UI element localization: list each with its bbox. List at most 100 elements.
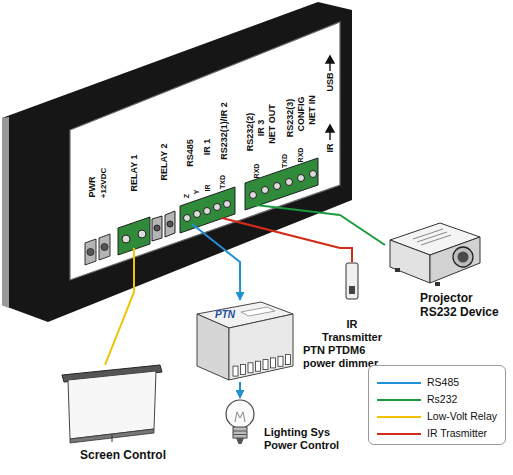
projector-side: [390, 240, 430, 283]
port-label: RXD: [297, 148, 304, 163]
ir-wire: [340, 248, 352, 262]
projector-lens: [458, 252, 469, 263]
projector-front: [430, 237, 480, 283]
port-arrow: [326, 56, 334, 140]
terminal-screw: [286, 179, 293, 186]
legend-line: [377, 382, 421, 384]
light-bulb: Lighting Sys Power Control: [222, 398, 258, 446]
terminal-screw: [194, 211, 201, 218]
port-label: RELAY 1: [130, 154, 139, 191]
relay-terminal: [118, 211, 175, 255]
port-label: NET IN: [308, 95, 317, 125]
rs485-wire: [239, 280, 241, 300]
device-label: IR Transmitter: [316, 318, 388, 343]
projector-vent: [417, 232, 447, 242]
screen-sheet: [68, 371, 156, 439]
dimmer-terminal: [256, 361, 261, 371]
terminal-screw: [122, 235, 130, 243]
port-label: CONFIG: [297, 97, 306, 132]
port-label: IR: [204, 185, 211, 192]
panel-edge: [2, 117, 9, 308]
legend-text: Low-Volt Relay: [427, 410, 497, 422]
legend-sample: [377, 375, 421, 391]
port-label: +12VDC: [100, 168, 108, 198]
dimmer-terminal: [241, 365, 246, 375]
legend-sample: [377, 426, 421, 442]
projector-lens: [453, 247, 473, 267]
screen-bar: [70, 429, 154, 443]
wire-stub: [134, 205, 340, 280]
legend-line: [377, 399, 421, 401]
port-label: RXD: [253, 164, 260, 179]
port-label: RELAY 2: [160, 143, 169, 180]
bulb-thread: [233, 434, 247, 435]
port-label: Y: [193, 190, 200, 195]
terminal-screw: [310, 171, 317, 178]
ir-transmitter: IR Transmitter: [343, 262, 361, 300]
port-arrow: [329, 131, 330, 140]
relay-terminal: [118, 217, 150, 255]
legend-line: [377, 433, 421, 435]
dimmer-terminal: [278, 356, 283, 366]
power-terminal: [85, 234, 110, 265]
power-control-wire: [239, 382, 241, 398]
legend-text: Rs232: [427, 393, 457, 405]
relay-wire-stub: [133, 248, 135, 280]
signal-terminal-block: [245, 158, 318, 210]
power-terminal: [87, 249, 94, 256]
relay-wire: [105, 280, 134, 365]
signal-terminal-block: [180, 158, 318, 233]
legend-sample: [377, 409, 421, 425]
rs485-wire-stub: [192, 224, 240, 280]
ir-emitter-window: [349, 286, 355, 294]
terminal-screw: [224, 201, 231, 208]
bulb-glass: [226, 400, 254, 428]
control-panel: PWR+12VDCRELAY 1RELAY 2RS485IR 1RS232(1)…: [70, 22, 340, 280]
projection-screen: Screen Control: [62, 365, 162, 443]
legend-row: Rs232: [369, 392, 507, 408]
bulb-base: [233, 427, 247, 438]
panel-face: [70, 22, 340, 280]
power-dimmer: PTNPTN PTDM6 power dimmer: [195, 300, 295, 382]
port-label: NET OUT: [268, 104, 277, 144]
legend-row: RS485: [369, 375, 507, 391]
terminal-screw: [298, 175, 305, 182]
legend-row: IR Trasmitter: [369, 426, 507, 442]
dimmer-front: [229, 314, 293, 380]
dimmer-side: [197, 314, 229, 380]
bulb-thread: [233, 431, 247, 432]
ir-transmitter-outline: [343, 262, 361, 300]
projection-screen-outline: [62, 365, 162, 443]
power-dimmer-outline: [195, 300, 295, 382]
terminal-screw: [184, 215, 191, 222]
port-label: TXD: [219, 175, 226, 189]
ir-wire-stub: [222, 218, 340, 248]
dimmer-sticker: [241, 307, 275, 316]
port-arrow: [329, 62, 330, 71]
bulb-tip: [236, 438, 244, 444]
dimmer-terminal: [248, 363, 253, 373]
legend-text: RS485: [427, 376, 459, 388]
terminal-screw: [262, 187, 269, 194]
terminal-screw: [204, 208, 211, 215]
dimmer-terminal: [233, 366, 238, 376]
port-label: Z: [183, 194, 190, 198]
dimmer-terminal: [286, 355, 291, 365]
projector-vent: [421, 235, 451, 245]
rs232-wire: [340, 215, 385, 245]
relay-terminal: [165, 211, 175, 237]
port-arrow: [326, 56, 334, 63]
terminal-screw: [250, 192, 257, 199]
power-terminal: [85, 239, 96, 265]
bulb-filament: [235, 412, 245, 422]
power-terminal: [99, 234, 110, 260]
projector-foot: [395, 268, 400, 272]
device-label: Screen Control: [80, 449, 190, 463]
ir-emitter-body: [346, 263, 358, 299]
terminal-screw: [214, 204, 221, 211]
port-label: RS232(2): [246, 113, 255, 152]
port-label: PWR: [88, 177, 97, 198]
port-label: RS232(1)/IR 2: [220, 102, 229, 160]
legend-text: IR Trasmitter: [427, 427, 487, 439]
